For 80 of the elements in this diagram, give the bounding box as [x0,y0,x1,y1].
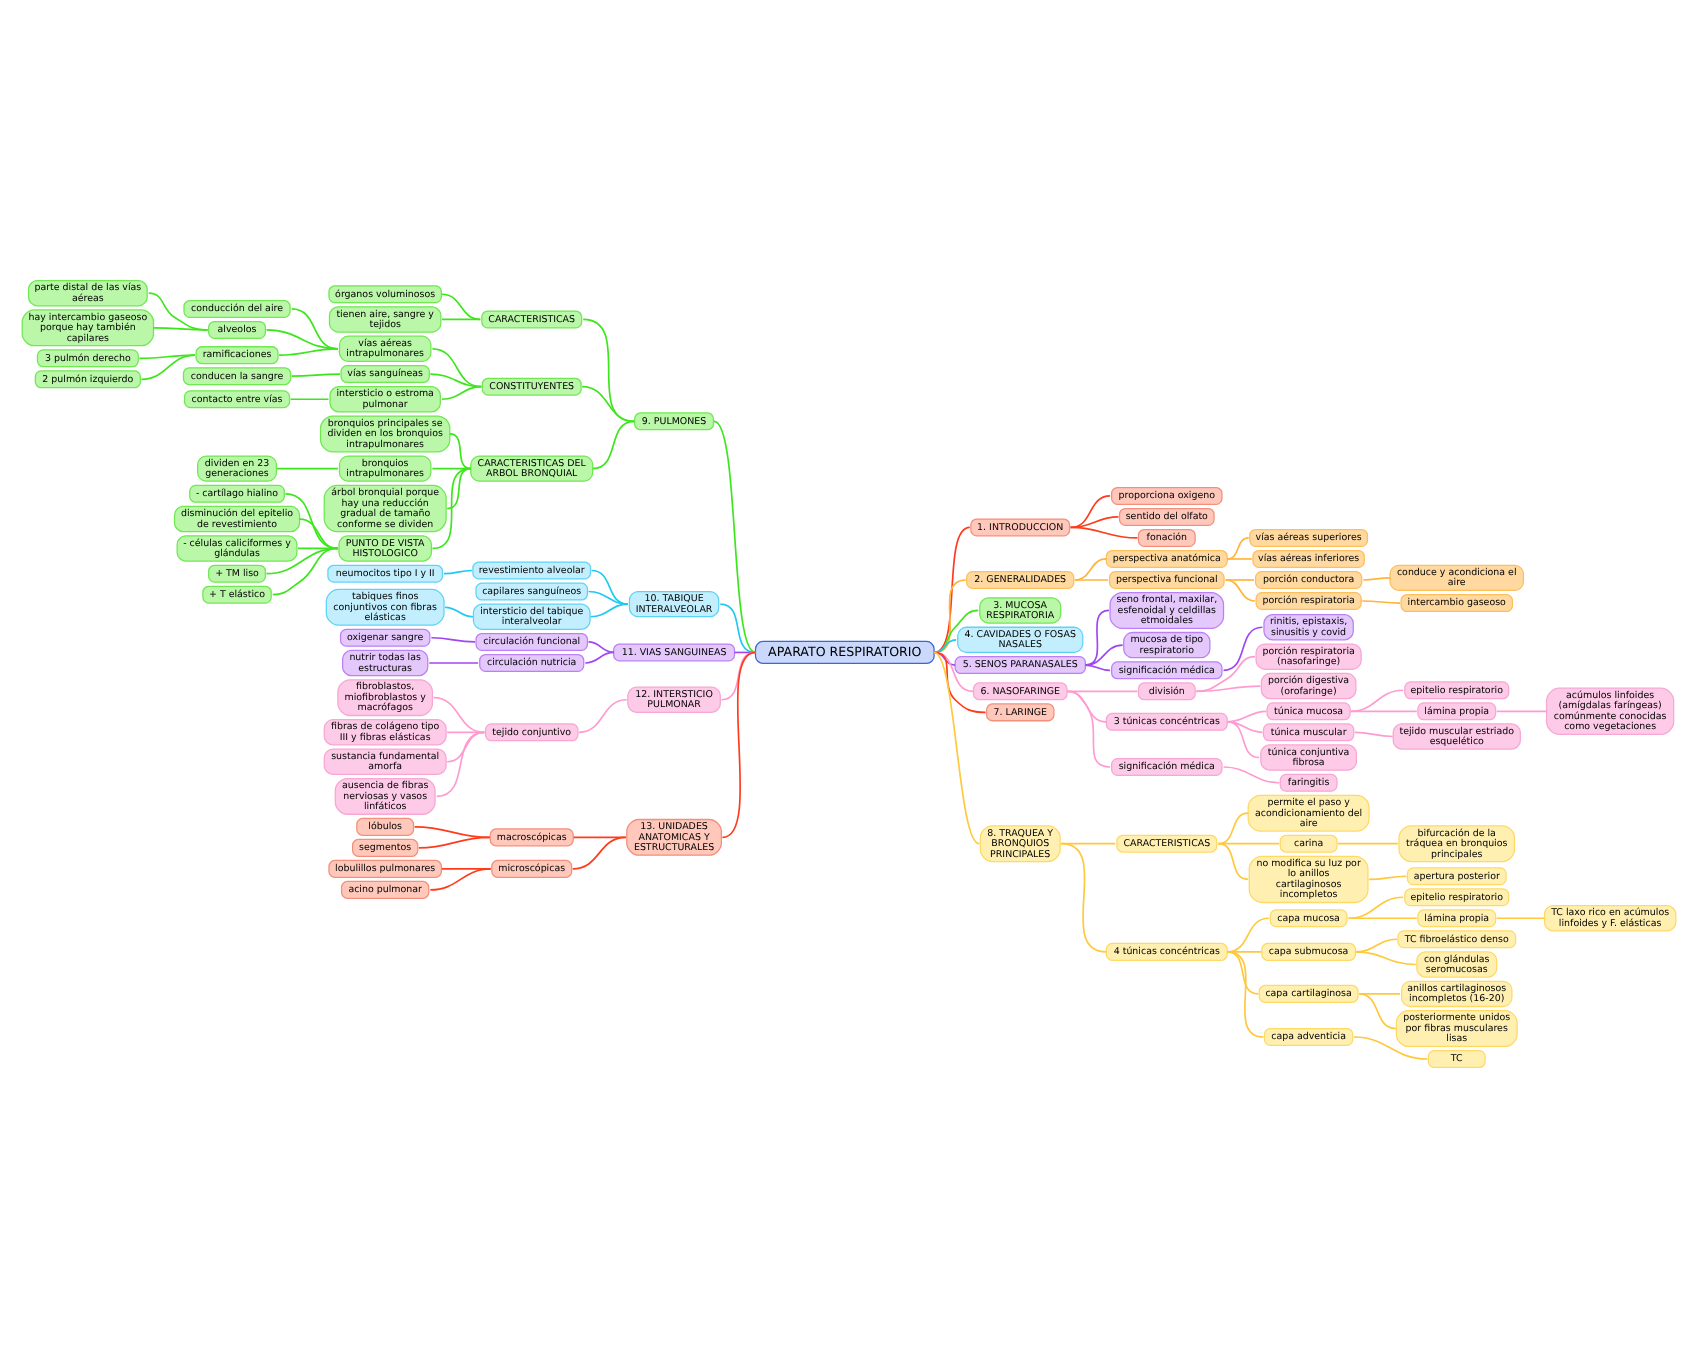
connector [445,731,485,763]
connector [1216,842,1249,881]
connector [586,641,614,654]
connector [1357,993,1400,995]
connector [430,348,482,388]
connector [412,826,490,839]
connector [1194,685,1261,693]
connector [1346,917,1417,920]
connector [1336,842,1398,845]
connector [588,603,628,618]
connector [427,662,478,664]
connector [1494,917,1545,920]
connector [139,354,195,381]
connector [277,348,338,356]
connector [430,467,471,550]
connector [1073,579,1108,581]
connector [428,373,482,388]
connector [1357,993,1396,1030]
connector [137,354,195,360]
connector [1223,579,1254,581]
connector [275,467,338,470]
connector [445,731,485,734]
connector [1216,812,1249,845]
connector [416,836,490,849]
connector [445,467,471,510]
connector [440,385,482,401]
connector [1348,710,1417,713]
connector [1225,558,1252,560]
connector [1221,766,1280,784]
connector [586,590,628,605]
connector [431,696,485,734]
connector [932,579,966,654]
connector [289,373,340,377]
connector [1360,600,1400,604]
connector [430,467,471,470]
connector [1068,516,1119,529]
connector [1068,526,1138,539]
connector [1083,644,1123,666]
connector [146,292,208,331]
connector [1225,537,1249,560]
connector [440,318,481,321]
connector [151,327,208,331]
connector [442,569,472,575]
connector [589,569,628,605]
connector [1367,875,1407,881]
connector [932,639,956,654]
connector [932,609,979,654]
connector [297,518,338,550]
connector [289,308,338,350]
connector [447,433,471,470]
connector [932,526,970,654]
connector [583,651,614,664]
connector [1065,690,1138,693]
connector [1221,626,1263,672]
connector [580,385,634,423]
connector [1225,951,1264,1038]
connector [1351,1036,1428,1060]
connector [1065,690,1110,768]
connector [1225,720,1263,734]
connector [1354,951,1416,966]
connector [1073,558,1107,581]
connector [288,398,329,401]
connector [1223,579,1255,602]
connector [443,606,473,618]
connector [1083,664,1110,672]
connector [429,636,475,643]
connector [440,293,481,321]
connector [1225,720,1260,759]
connector [434,731,485,798]
connector [570,836,626,870]
connector [1361,577,1390,581]
connector [1494,710,1546,713]
connector [1353,731,1393,738]
connector [428,868,491,891]
connector [283,493,338,550]
connector [590,420,634,470]
connector [577,698,627,734]
connector [1059,842,1107,953]
connector [270,547,338,596]
connector [581,318,634,423]
